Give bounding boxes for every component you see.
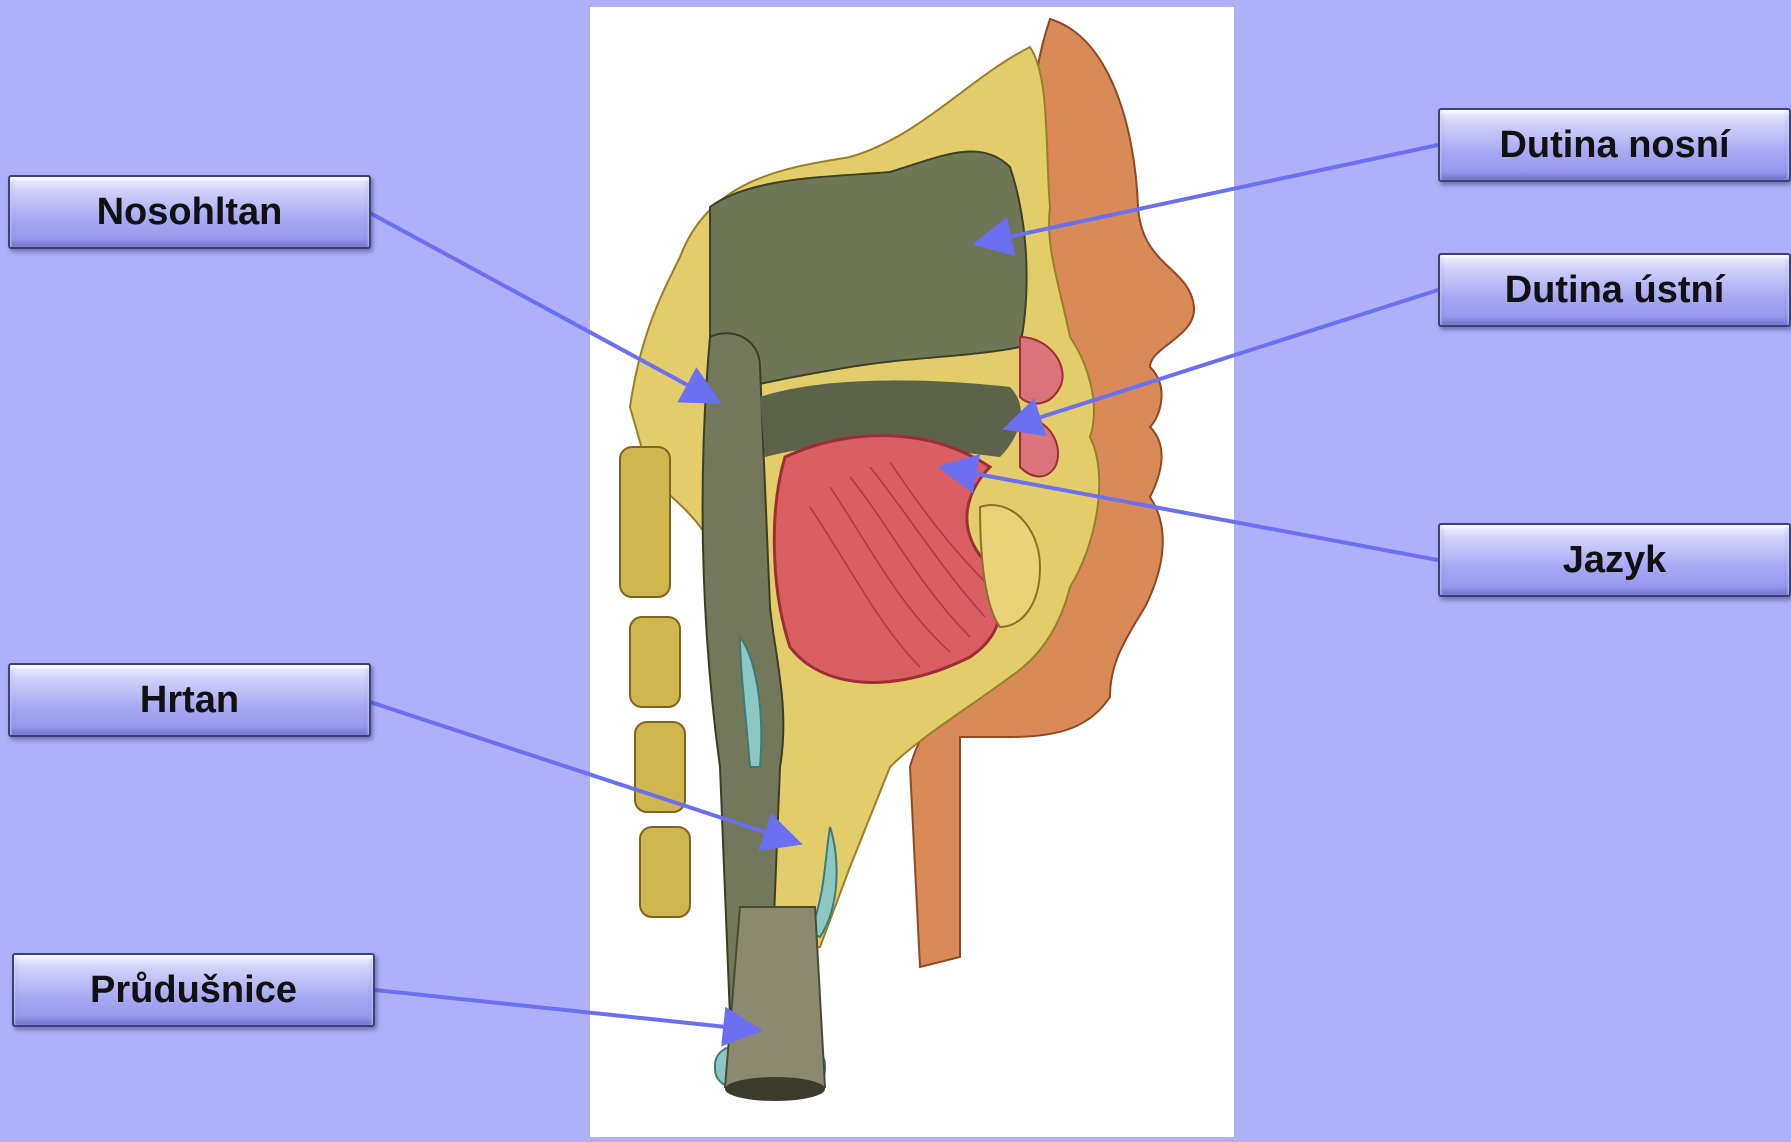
label-dutina-ustni-text: Dutina ústní [1505,269,1725,312]
label-dutina-nosni-text: Dutina nosní [1499,124,1729,167]
head-section-illustration [590,7,1234,1137]
label-dutina-ustni[interactable]: Dutina ústní [1438,253,1791,327]
cervical-spine [620,447,690,917]
label-nosohltan[interactable]: Nosohltan [8,175,371,249]
label-prudusnice[interactable]: Průdušnice [12,953,375,1027]
label-dutina-nosni[interactable]: Dutina nosní [1438,108,1791,182]
label-hrtan-text: Hrtan [140,679,239,722]
label-jazyk-text: Jazyk [1563,539,1667,582]
trachea-shape [725,907,825,1087]
tongue-shape [774,436,1000,683]
label-jazyk[interactable]: Jazyk [1438,523,1791,597]
label-hrtan[interactable]: Hrtan [8,663,371,737]
label-prudusnice-text: Průdušnice [90,969,297,1012]
label-nosohltan-text: Nosohltan [97,191,283,234]
anatomy-image [590,7,1234,1137]
